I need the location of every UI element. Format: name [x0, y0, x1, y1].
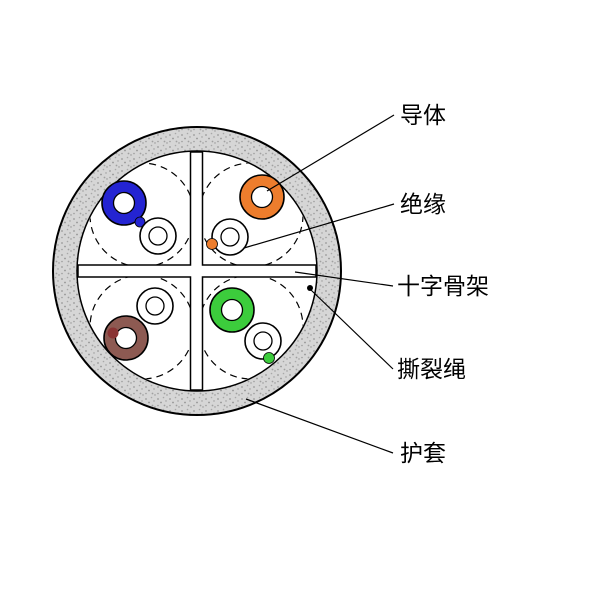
leader-line-insulation — [243, 203, 395, 249]
label-jacket: 护套 — [400, 440, 446, 466]
stripe-mark-blue — [134, 216, 146, 228]
cross-skeleton — [77, 151, 317, 391]
wire-white-brown-pair-core — [145, 296, 165, 316]
label-cross-skeleton: 十字骨架 — [397, 273, 489, 299]
stripe-mark-green — [263, 352, 275, 364]
label-insulation: 绝缘 — [400, 191, 446, 217]
leader-line-jacket — [245, 398, 394, 454]
wire-green-core — [220, 298, 244, 322]
wire-white-blue-pair-core — [148, 226, 168, 246]
wire-orange-core — [250, 185, 274, 209]
label-conductor: 导体 — [400, 102, 446, 128]
stripe-mark-brown — [107, 327, 119, 339]
wire-white-green-pair-core — [253, 331, 273, 351]
wire-brown-core — [114, 326, 138, 350]
leader-line-rip-cord — [310, 289, 394, 370]
leader-lines — [243, 114, 395, 454]
leader-line-cross-skeleton — [294, 271, 394, 287]
leader-line-conductor — [266, 114, 395, 192]
rip-cord-dot — [307, 285, 313, 291]
stripe-mark-orange — [206, 238, 218, 250]
wire-blue-core — [112, 191, 136, 215]
label-rip-cord: 撕裂绳 — [397, 356, 466, 382]
wire-white-orange-pair-core — [220, 227, 240, 247]
